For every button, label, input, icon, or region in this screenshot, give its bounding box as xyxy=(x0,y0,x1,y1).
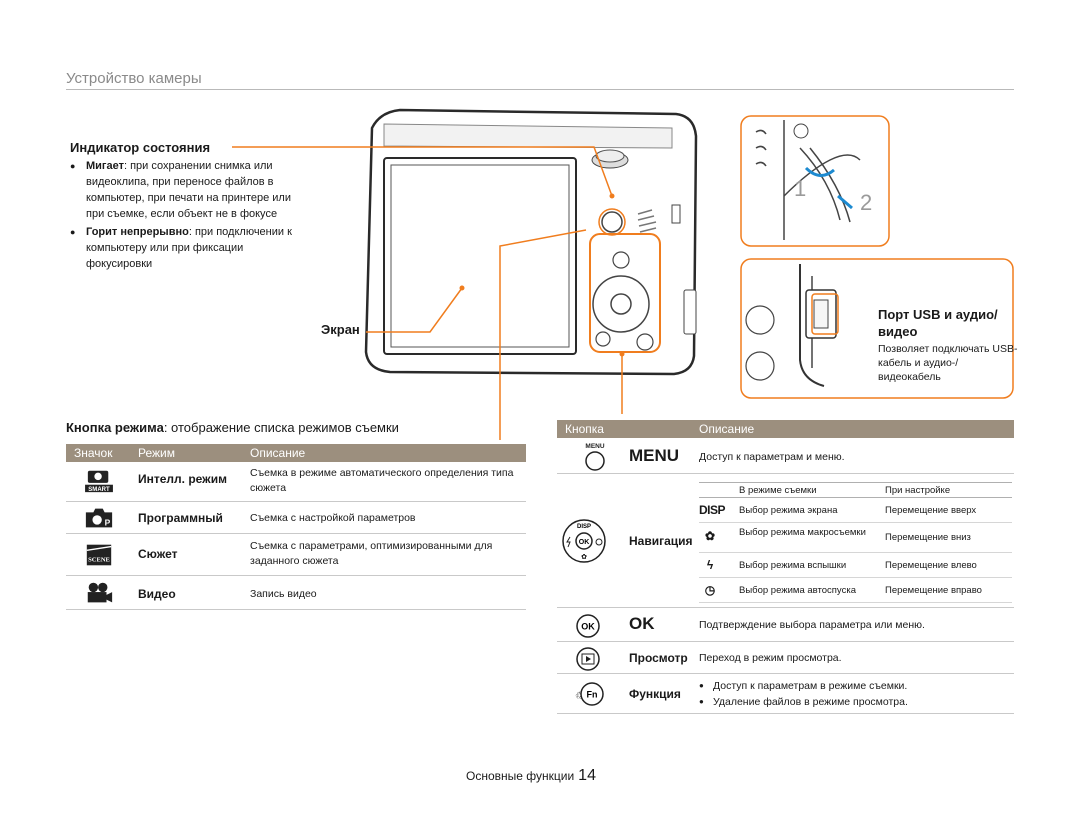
status-item-blink: Мигает: при сохранении снимка или видеок… xyxy=(70,158,300,222)
svg-text:SCENE: SCENE xyxy=(88,557,110,564)
menu-desc: Доступ к параметрам и меню. xyxy=(699,451,845,463)
svg-text:MENU: MENU xyxy=(585,443,604,450)
mode-desc: Съемка в режиме автоматического определе… xyxy=(250,467,514,494)
playback-name: Просмотр xyxy=(629,651,688,665)
status-indicator-heading: Индикатор состояния xyxy=(70,140,211,155)
page-number: 14 xyxy=(578,767,596,784)
timer-icon: ◷ xyxy=(704,583,716,597)
smart-auto-icon: SMART xyxy=(85,470,113,493)
nav-pad-icon: OK DISP ✿ xyxy=(562,519,606,563)
flash-icon: ϟ xyxy=(706,558,714,572)
fn-button-icon: ♲ Fn xyxy=(575,682,604,706)
svg-text:DISP: DISP xyxy=(577,524,591,530)
button-table-header: Кнопка Описание xyxy=(557,420,1014,438)
table-row: Видео Запись видео xyxy=(66,576,526,610)
table-row: OK DISP ✿ Навигация В режиме съемки При … xyxy=(557,474,1014,608)
svg-text:✿: ✿ xyxy=(581,553,587,561)
button-table: Кнопка Описание MENU MENU Доступ к парам… xyxy=(557,420,1014,714)
nav-row-disp: DISP Выбор режима экрана Перемещение вве… xyxy=(699,498,1012,523)
mode-desc: Съемка с параметрами, оптимизированными … xyxy=(250,540,493,567)
mode-name: Интелл. режим xyxy=(138,472,227,486)
ok-name: OK xyxy=(629,614,655,633)
nav-row-macro: ✿ Выбор режима макросъемки Перемещение в… xyxy=(699,523,1012,553)
table-row: P Программный Съемка с настройкой параме… xyxy=(66,502,526,534)
table-row: Просмотр Переход в режим просмотра. xyxy=(557,642,1014,674)
strap-inset: 1 2 xyxy=(740,115,890,247)
port-inset xyxy=(740,258,1014,399)
mode-name: Видео xyxy=(138,587,176,601)
ok-button-icon: OK xyxy=(576,614,600,638)
function-bullets: Доступ к параметрам в режиме съемки. Уда… xyxy=(699,678,908,710)
mode-table-header: Значок Режим Описание xyxy=(66,444,526,462)
mode-button-caption: Кнопка режима: отображение списка режимо… xyxy=(66,420,399,435)
menu-button-icon: MENU xyxy=(585,443,605,471)
table-row: SMART Интелл. режим Съемка в режиме авто… xyxy=(66,462,526,502)
footer-text: Основные функции xyxy=(466,769,575,783)
status-item-steady: Горит непрерывно: при подключении к комп… xyxy=(70,224,300,272)
navigation-subtable: В режиме съемки При настройке DISP Выбор… xyxy=(699,482,1012,603)
svg-text:P: P xyxy=(105,518,111,528)
camera-body xyxy=(364,108,698,376)
svg-text:SMART: SMART xyxy=(88,487,110,493)
table-row: SCENE Сюжет Съемка с параметрами, оптими… xyxy=(66,534,526,576)
svg-text:OK: OK xyxy=(579,539,590,546)
svg-text:Fn: Fn xyxy=(587,690,598,700)
screen-label: Экран xyxy=(321,322,360,337)
table-row: OK OK Подтверждение выбора параметра или… xyxy=(557,608,1014,642)
movie-icon xyxy=(87,582,113,603)
status-indicator-list: Мигает: при сохранении снимка или видеок… xyxy=(70,158,300,274)
mode-desc: Съемка с настройкой параметров xyxy=(250,512,416,524)
table-row: MENU MENU Доступ к параметрам и меню. xyxy=(557,438,1014,474)
section-title: Устройство камеры xyxy=(66,70,202,87)
nav-row-flash: ϟ Выбор режима вспышки Перемещение влево xyxy=(699,553,1012,578)
playback-desc: Переход в режим просмотра. xyxy=(699,652,842,664)
menu-name: MENU xyxy=(629,446,680,465)
scene-icon: SCENE xyxy=(86,544,112,566)
svg-text:♲: ♲ xyxy=(575,691,584,702)
navigation-name: Навигация xyxy=(629,534,693,548)
nav-row-timer: ◷ Выбор режима автоспуска Перемещение вп… xyxy=(699,578,1012,603)
program-icon: P xyxy=(85,508,113,528)
mode-name: Сюжет xyxy=(138,547,178,561)
mode-name: Программный xyxy=(138,511,223,525)
macro-icon: ✿ xyxy=(704,529,716,543)
strap-step-1: 1 xyxy=(794,176,806,201)
svg-text:OK: OK xyxy=(581,622,595,632)
table-row: ♲ Fn Функция Доступ к параметрам в режим… xyxy=(557,674,1014,714)
port-description: Позволяет подключать USB-кабель и аудио-… xyxy=(878,343,1018,383)
strap-step-2: 2 xyxy=(860,190,872,215)
mode-table: Значок Режим Описание SMART Интелл. режи… xyxy=(66,444,526,610)
mode-desc: Запись видео xyxy=(250,588,317,600)
ok-desc: Подтверждение выбора параметра или меню. xyxy=(699,619,925,631)
port-heading: Порт USB и аудио/ видео xyxy=(878,307,998,339)
nav-subtable-header: В режиме съемки При настройке xyxy=(699,482,1012,498)
disp-icon: DISP xyxy=(699,503,726,517)
title-rule xyxy=(66,89,1014,90)
function-name: Функция xyxy=(629,687,681,701)
playback-button-icon xyxy=(576,647,600,671)
